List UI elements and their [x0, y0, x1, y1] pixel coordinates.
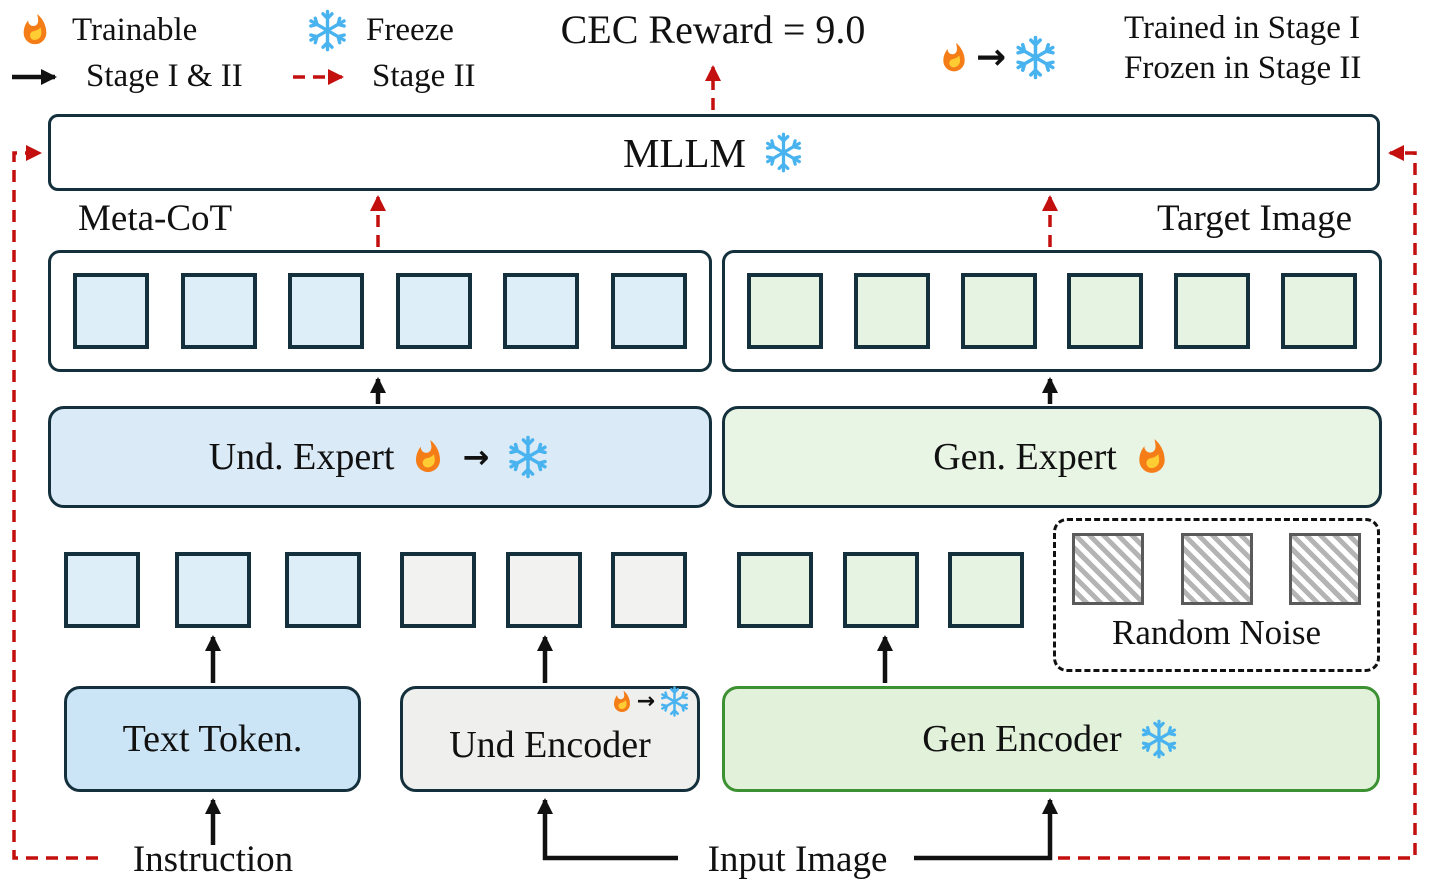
target-image-token [853, 273, 930, 349]
instruction-label: Instruction [132, 839, 294, 880]
flame-icon [938, 39, 970, 77]
legend-stage-transfer-icons: → [938, 34, 1059, 81]
legend-stage-both-label: Stage I & II [86, 58, 243, 94]
noise-token-square [1072, 533, 1144, 605]
gen-encoder-label: Gen Encoder [922, 718, 1122, 760]
target-image-token [960, 273, 1037, 349]
und-token-square [611, 552, 687, 628]
und-expert-label: Und. Expert [208, 436, 395, 478]
noise-token-square [1289, 533, 1361, 605]
und-encoder-label: Und Encoder [449, 724, 651, 766]
text-tokenizer-label: Text Token. [122, 718, 303, 760]
gen-token-row [737, 552, 1024, 628]
target-image-token [1174, 273, 1251, 349]
gen-token-square [842, 552, 919, 628]
text-token-square [64, 552, 140, 628]
und-token-square [505, 552, 582, 628]
und-token-row [400, 552, 687, 628]
input-image-label: Input Image [707, 839, 888, 880]
und-encoder-box: → Und Encoder [400, 686, 700, 792]
meta-cot-token [395, 273, 472, 349]
text-tokenizer-box: Text Token. [64, 686, 361, 792]
snowflake-icon [762, 131, 805, 174]
target-image-token [1067, 273, 1144, 349]
random-noise-box: Random Noise [1053, 518, 1380, 672]
flame-icon [610, 688, 634, 716]
meta-cot-label: Meta-CoT [78, 198, 233, 239]
legend-stage-transfer-line1: Trained in Stage I [1124, 10, 1361, 46]
legend-freeze-label: Freeze [366, 12, 454, 48]
arrow-right-icon: → [462, 438, 490, 476]
snowflake-icon [1012, 34, 1059, 81]
und-encoder-stage-icons: → [610, 685, 691, 718]
meta-cot-token-container [48, 250, 712, 372]
gen-encoder-box: Gen Encoder [722, 686, 1380, 792]
flame-icon [410, 436, 446, 478]
mllm-box: MLLM [48, 114, 1380, 191]
meta-cot-token [288, 273, 365, 349]
text-token-row [64, 552, 361, 628]
noise-token-row [1056, 521, 1377, 605]
snowflake-icon [305, 8, 350, 53]
und-token-square [400, 552, 476, 628]
flame-icon [1133, 435, 1171, 479]
meta-cot-token [610, 273, 687, 349]
arrow-right-icon: → [636, 688, 655, 714]
flame-icon [18, 10, 52, 50]
arrow-input-image-to-und-encoder [537, 798, 678, 861]
text-token-square [285, 552, 361, 628]
legend-stage-transfer-line2: Frozen in Stage II [1124, 50, 1362, 86]
legend-stage-transfer-text: Trained in Stage I Frozen in Stage II [1124, 8, 1361, 88]
gen-expert-label: Gen. Expert [933, 436, 1117, 478]
target-image-token-container [722, 250, 1382, 372]
arrow-input-image-to-gen-encoder [914, 798, 1058, 861]
meta-cot-token [180, 273, 257, 349]
target-image-token [1280, 273, 1357, 349]
target-image-token [747, 273, 823, 349]
legend-trainable: Trainable [18, 10, 197, 50]
text-token-square [174, 552, 251, 628]
legend-freeze: Freeze [305, 8, 454, 53]
random-noise-label: Random Noise [1111, 613, 1321, 652]
legend-trainable-label: Trainable [72, 11, 198, 48]
target-image-label: Target Image [1157, 198, 1352, 239]
snowflake-icon [505, 434, 551, 480]
gen-token-square [948, 552, 1024, 628]
meta-cot-token [73, 273, 149, 349]
und-expert-box: Und. Expert → [48, 406, 712, 508]
arrow-right-icon: → [976, 36, 1007, 78]
cec-reward-text: CEC Reward = 9.0 [560, 7, 866, 52]
gen-token-square [737, 552, 813, 628]
gen-expert-box: Gen. Expert [722, 406, 1382, 508]
legend-stage-two-label: Stage II [372, 58, 476, 94]
snowflake-icon [1138, 718, 1180, 760]
snowflake-icon [658, 685, 691, 718]
noise-token-square [1180, 533, 1253, 605]
mllm-label: MLLM [623, 129, 746, 176]
meta-cot-token [503, 273, 580, 349]
